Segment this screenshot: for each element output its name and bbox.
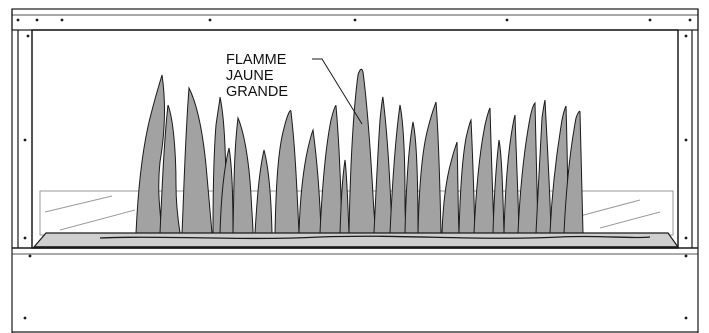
- flame: [389, 104, 408, 234]
- flame: [563, 110, 584, 234]
- flame: [503, 114, 520, 234]
- flame: [339, 159, 350, 234]
- flame: [492, 139, 505, 234]
- flame: [219, 147, 234, 234]
- flame: [319, 105, 343, 234]
- flame: [404, 121, 419, 234]
- flame: [473, 107, 495, 234]
- glass-reflection-3: [579, 199, 641, 217]
- flame: [298, 128, 322, 234]
- flame: [135, 74, 165, 234]
- flame: [535, 99, 552, 234]
- glass-reflection-4: [599, 211, 661, 229]
- flame: [348, 68, 377, 234]
- flame: [517, 101, 539, 234]
- ember-bed: [32, 232, 680, 248]
- flame: [441, 141, 460, 234]
- flame: [373, 96, 393, 234]
- burner-tray: [32, 232, 680, 248]
- flame: [254, 149, 273, 234]
- screw-dots: [16, 18, 692, 320]
- flame: [232, 116, 254, 234]
- callout-leader-line: [312, 58, 363, 125]
- callout-line-2: JAUNE: [226, 68, 274, 84]
- fireplace-frame: [11, 8, 699, 333]
- flame: [458, 118, 476, 234]
- glass-reflection-1: [44, 195, 113, 213]
- callout-label: FLAMME JAUNE GRANDE: [226, 52, 290, 100]
- flame: [159, 104, 181, 234]
- callout-line-3: GRANDE: [226, 84, 288, 100]
- glass-reflection-2: [59, 209, 136, 231]
- flames: [135, 68, 584, 234]
- ember-line: [99, 235, 651, 240]
- flame: [417, 101, 442, 234]
- callout-line-1: FLAMME: [226, 52, 287, 68]
- flame: [181, 86, 213, 234]
- flame: [274, 110, 300, 234]
